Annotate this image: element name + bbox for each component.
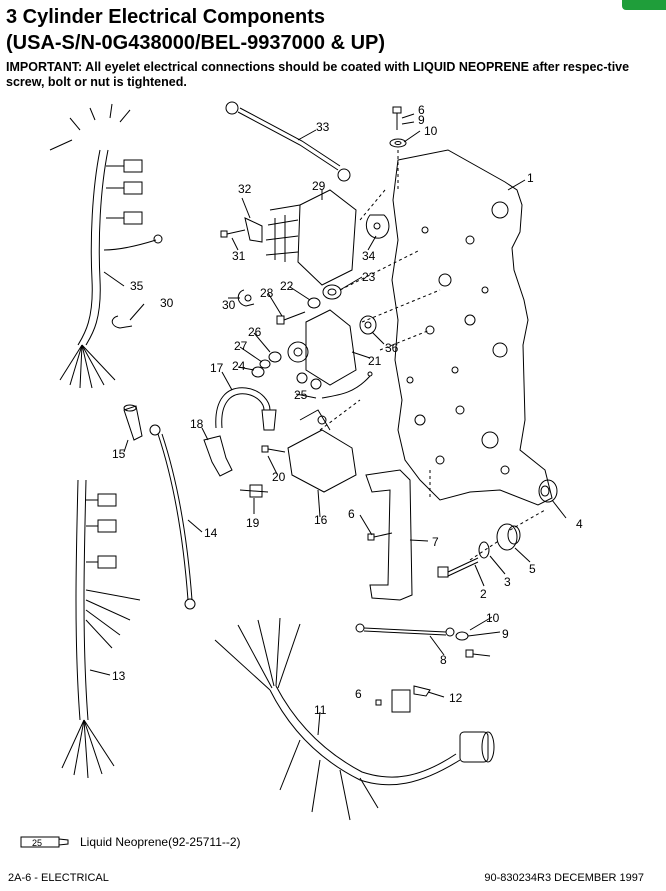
screw-28 bbox=[276, 311, 306, 325]
callout-6-mid: 6 bbox=[348, 507, 355, 521]
sealant-tube-icon: 25 bbox=[20, 836, 69, 848]
important-note: IMPORTANT: All eyelet electrical connect… bbox=[6, 60, 646, 90]
callout-10-top: 10 bbox=[424, 124, 438, 138]
important-label: IMPORTANT: bbox=[6, 60, 83, 74]
callout-27: 27 bbox=[234, 339, 248, 353]
nut-26 bbox=[268, 351, 282, 363]
legend-badge: 25 bbox=[32, 838, 42, 848]
callout-5: 5 bbox=[529, 562, 536, 576]
callout-6-top: 6 bbox=[418, 103, 425, 117]
exploded-parts-diagram: 1 2 3 4 5 6 6 6 7 8 9 9 10 10 11 12 13 1… bbox=[49, 101, 583, 821]
rectifier-29 bbox=[265, 189, 357, 286]
starter-solenoid-21 bbox=[287, 309, 357, 390]
boot-15 bbox=[123, 404, 143, 441]
callout-10-low: 10 bbox=[486, 611, 500, 625]
wire-25 bbox=[321, 371, 373, 399]
callout-32: 32 bbox=[238, 182, 252, 196]
grommet-4 bbox=[538, 479, 558, 503]
clip-30-upper bbox=[237, 289, 255, 307]
washer-27 bbox=[259, 359, 271, 369]
callout-28: 28 bbox=[260, 286, 274, 300]
callout-30-upper: 30 bbox=[222, 298, 236, 312]
callout-14: 14 bbox=[204, 526, 218, 540]
screw-6-low bbox=[375, 699, 382, 706]
callout-35: 35 bbox=[130, 279, 144, 293]
electrical-plate bbox=[391, 149, 553, 506]
callout-2: 2 bbox=[480, 587, 487, 601]
callout-24: 24 bbox=[232, 359, 246, 373]
bracket-32 bbox=[244, 217, 263, 243]
callout-3: 3 bbox=[504, 575, 511, 589]
ground-cable-33 bbox=[225, 101, 351, 182]
callout-6-low: 6 bbox=[355, 687, 362, 701]
harness-13 bbox=[61, 479, 141, 779]
washer-3 bbox=[478, 541, 490, 559]
leader-lines bbox=[89, 113, 567, 736]
callout-34: 34 bbox=[362, 249, 376, 263]
harness-11 bbox=[214, 617, 495, 821]
callout-16: 16 bbox=[314, 513, 328, 527]
screw-20 bbox=[261, 445, 286, 453]
callout-29: 29 bbox=[312, 179, 326, 193]
page-title: 3 Cylinder Electrical Components bbox=[6, 6, 325, 28]
plug-wire-17 bbox=[215, 387, 277, 431]
grommet-23 bbox=[322, 284, 342, 300]
screw-31 bbox=[220, 229, 246, 238]
legend: 25 Liquid Neoprene(92-25711--2) bbox=[20, 835, 241, 849]
section-tab bbox=[622, 0, 666, 10]
callout-17: 17 bbox=[210, 361, 224, 375]
legend-text: Liquid Neoprene(92-25711--2) bbox=[80, 835, 241, 849]
callout-25: 25 bbox=[294, 388, 308, 402]
coil-bracket-7 bbox=[365, 469, 413, 601]
cable-14 bbox=[149, 424, 196, 610]
screw-9-lower bbox=[465, 649, 491, 658]
callout-9-top: 9 bbox=[418, 113, 425, 127]
bolt-2 bbox=[437, 557, 479, 578]
callout-19: 19 bbox=[246, 516, 260, 530]
callout-8: 8 bbox=[440, 653, 447, 667]
callout-12: 12 bbox=[449, 691, 463, 705]
harness-35 bbox=[49, 103, 163, 389]
clamp-34 bbox=[365, 214, 390, 239]
callout-13: 13 bbox=[112, 669, 126, 683]
callout-36: 36 bbox=[385, 341, 399, 355]
callout-labels: 1 2 3 4 5 6 6 6 7 8 9 9 10 10 11 12 13 1… bbox=[112, 103, 583, 717]
callout-18: 18 bbox=[190, 417, 204, 431]
callout-31: 31 bbox=[232, 249, 246, 263]
spark-plug-19 bbox=[239, 484, 269, 498]
callout-7: 7 bbox=[432, 535, 439, 549]
callout-21: 21 bbox=[368, 354, 382, 368]
footer-section: 2A-6 - ELECTRICAL bbox=[8, 872, 109, 884]
spark-plug-boot-18 bbox=[203, 435, 233, 477]
nut-24 bbox=[251, 366, 265, 378]
clip-12 bbox=[413, 685, 431, 697]
callout-11: 11 bbox=[314, 703, 327, 717]
callout-30-lower: 30 bbox=[160, 296, 174, 310]
washer-10-lower bbox=[455, 631, 469, 641]
clip-30-lower bbox=[111, 315, 133, 329]
washer-36 bbox=[359, 315, 377, 335]
callout-4: 4 bbox=[576, 517, 583, 531]
footer-doc-number: 90-830234R3 DECEMBER 1997 bbox=[484, 872, 644, 884]
callout-20: 20 bbox=[272, 470, 286, 484]
callout-1: 1 bbox=[527, 171, 534, 185]
grommet-5 bbox=[496, 523, 521, 551]
callout-26: 26 bbox=[248, 325, 262, 339]
callout-22: 22 bbox=[280, 279, 294, 293]
callout-9-low: 9 bbox=[502, 627, 509, 641]
callout-33: 33 bbox=[316, 120, 330, 134]
important-text: All eyelet electrical connections should… bbox=[6, 60, 630, 89]
callout-23: 23 bbox=[362, 270, 376, 284]
screw-9-top bbox=[389, 106, 407, 148]
ignition-coil-16 bbox=[287, 409, 357, 493]
ground-strap-8 bbox=[355, 623, 455, 637]
grommet-22 bbox=[307, 297, 321, 309]
callout-15: 15 bbox=[112, 447, 126, 461]
page-subtitle: (USA-S/N-0G438000/BEL-9937000 & UP) bbox=[6, 32, 386, 54]
